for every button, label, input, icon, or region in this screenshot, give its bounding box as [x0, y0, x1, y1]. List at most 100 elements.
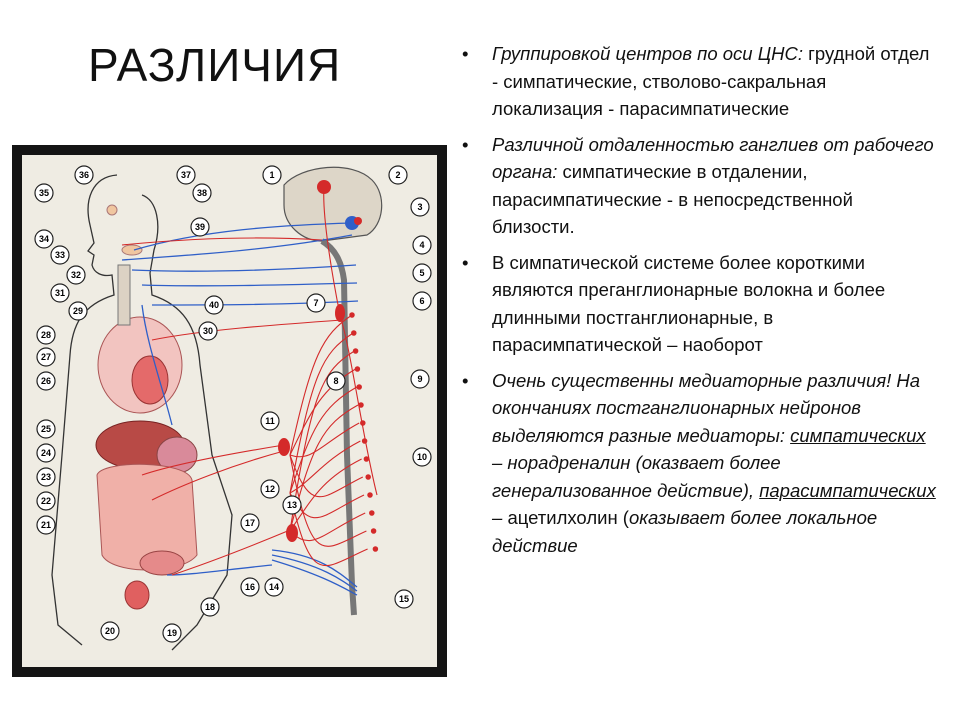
body-outline [51, 174, 233, 651]
callout-circle [192, 183, 212, 203]
callout-circle [36, 467, 56, 487]
callout-circle [412, 291, 432, 311]
callout-circle [262, 165, 282, 185]
chain-ganglion [360, 420, 366, 426]
callout-circle [50, 283, 70, 303]
callout-circle [412, 263, 432, 283]
slide-title: РАЗЛИЧИЯ [88, 39, 342, 91]
sympathetic-chain-fibre [289, 422, 360, 458]
callout-circle [36, 371, 56, 391]
callout-circle [240, 513, 260, 533]
chain-ganglion [365, 474, 371, 480]
callout-number: 31 [55, 288, 65, 298]
chain-ganglion [356, 384, 362, 390]
callout-circle [410, 197, 430, 217]
parasympathetic-term: парасимпатических [759, 479, 936, 501]
sympathetic-chain-fibre [289, 440, 361, 494]
bullet-lead: Группировкой центров по оси ЦНС: [492, 43, 804, 64]
sympathetic-chain-fibre [289, 332, 354, 494]
bullet-text: симпатические в отдалении, парасимпатиче… [492, 161, 853, 237]
callout-number: 12 [265, 484, 275, 494]
callout-circle [198, 321, 218, 341]
bullet-text: – норадреналин (оказвает более генерализ… [492, 452, 781, 501]
callout-number: 23 [41, 472, 51, 482]
callout-circle [282, 495, 302, 515]
callout-number: 1 [269, 170, 274, 180]
sympathetic-fibres [121, 186, 379, 576]
bullet-item: • В симпатической системе более коротким… [462, 249, 940, 359]
callout-number: 14 [269, 582, 279, 592]
callout-circle [260, 411, 280, 431]
callout-circle [100, 621, 120, 641]
callout-number: 11 [265, 416, 275, 426]
callout-number: 39 [195, 222, 205, 232]
callout-number: 24 [41, 448, 51, 458]
callout-number: 32 [71, 270, 81, 280]
bullet-text: Очень существенны медиаторные различия! … [492, 369, 921, 446]
callout-circle [66, 265, 86, 285]
callout-circle [74, 165, 94, 185]
chain-ganglion [370, 528, 377, 534]
callout-number: 7 [313, 298, 318, 308]
callout-number: 27 [41, 352, 51, 362]
sympathetic-term: симпатических [790, 424, 926, 446]
callout-circle [34, 183, 54, 203]
callout-number: 35 [39, 188, 49, 198]
callout-circle [176, 165, 196, 185]
callout-number: 30 [203, 326, 213, 336]
bullet-list: • Группировкой центров по оси ЦНС: грудн… [462, 40, 940, 567]
callout-number: 17 [245, 518, 255, 528]
callout-number: 8 [333, 376, 338, 386]
callout-number: 26 [41, 376, 51, 386]
callout-circle [412, 447, 432, 467]
callout-number: 22 [41, 496, 51, 506]
callout-circle [264, 577, 284, 597]
sympathetic-chain-fibre [289, 454, 367, 547]
callout-number: 13 [287, 500, 297, 510]
callout-number: 34 [39, 234, 49, 244]
bullet-text: оказывает более локальное действие [492, 507, 878, 556]
callout-number: 3 [417, 202, 422, 212]
callout-circle [204, 295, 224, 315]
callout-circle [36, 491, 56, 511]
callout-number: 21 [41, 520, 51, 530]
callout-number: 37 [181, 170, 191, 180]
bullet-marker: • [462, 43, 469, 64]
bullet-text: грудной отдел - симпатические, стволово-… [492, 43, 930, 119]
callout-circle [34, 229, 54, 249]
callout-number: 10 [417, 452, 427, 462]
callout-number: 28 [41, 330, 51, 340]
callout-number: 38 [197, 188, 207, 198]
bullet-text: В симпатической системе более короткими … [492, 251, 886, 356]
callout-number: 19 [167, 628, 177, 638]
parasympathetic-fibres [121, 222, 359, 596]
callout-number: 15 [399, 594, 409, 604]
callout-circle [388, 165, 408, 185]
callout-circle [240, 577, 260, 597]
chain-ganglion [349, 312, 355, 318]
sympathetic-chain-fibre [289, 314, 353, 456]
chain-ganglion [354, 366, 361, 372]
callout-number: 2 [395, 170, 400, 180]
callout-circle [394, 589, 414, 609]
callout-number: 5 [419, 268, 424, 278]
sympathetic-chain-fibre [289, 350, 355, 532]
chain-ganglion [369, 510, 375, 516]
chain-ganglion [351, 330, 357, 336]
callout-circle [326, 371, 346, 391]
brain [283, 166, 383, 616]
bullet-item: • Очень существенны медиаторные различия… [462, 367, 940, 560]
organs [95, 204, 198, 610]
bullet-marker: • [462, 133, 469, 155]
callout-circle [410, 369, 430, 389]
callout-number: 20 [105, 626, 115, 636]
callout-circle [260, 479, 280, 499]
callout-circle [306, 293, 326, 313]
chain-ganglion [372, 546, 379, 552]
callout-circle [36, 347, 56, 367]
callout-circle [412, 235, 432, 255]
callout-circle [200, 597, 220, 617]
callout-number: 18 [205, 602, 215, 612]
callout-circle [68, 301, 88, 321]
